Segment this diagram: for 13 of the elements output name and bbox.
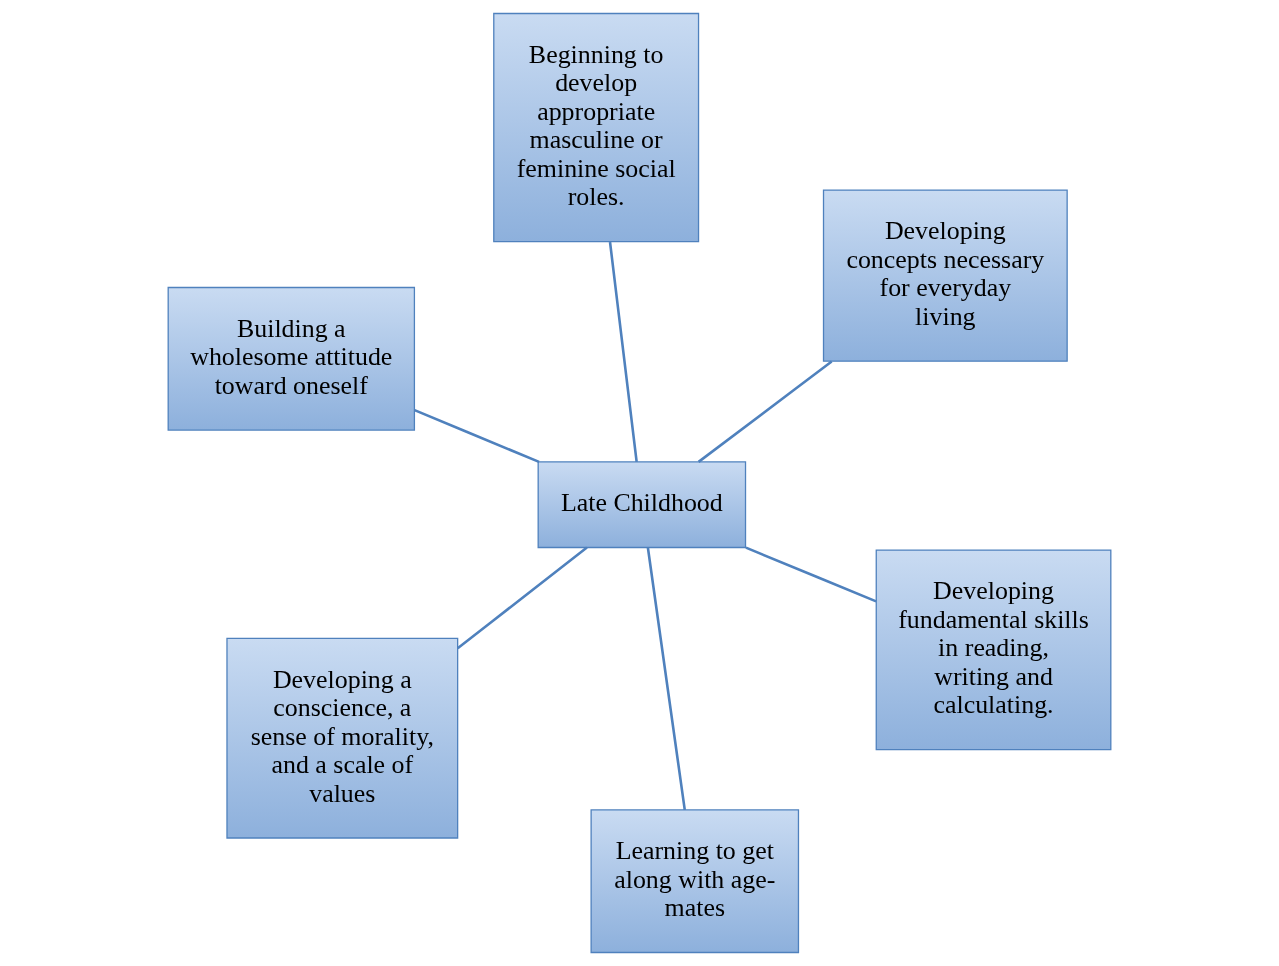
node-box: Building a wholesome attitude toward oneself <box>167 286 416 431</box>
node-box: Developing fundamental skills in reading, writing and calculating. <box>875 549 1112 751</box>
connector <box>646 547 687 811</box>
connector <box>414 408 540 464</box>
connector <box>456 546 588 650</box>
connector <box>697 360 833 463</box>
connector <box>608 241 638 462</box>
node-box: Beginning to develop appropriate masculine or feminine social roles. <box>493 12 700 243</box>
node-box: Developing concepts necessary for everyday living <box>822 189 1068 362</box>
node-box: Learning to get along with age-mates <box>590 809 800 954</box>
connector <box>745 546 877 603</box>
node-box: Developing a conscience, a sense of morality, and a scale of values <box>226 637 459 839</box>
node-box: Late Childhood <box>537 461 747 549</box>
